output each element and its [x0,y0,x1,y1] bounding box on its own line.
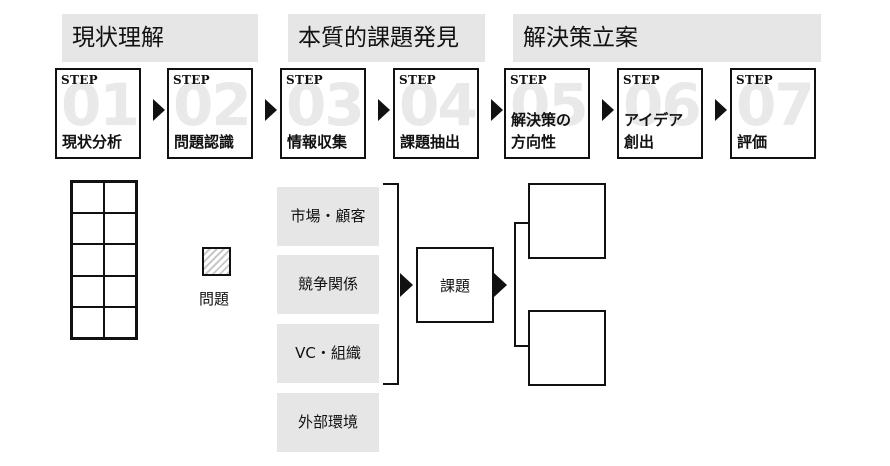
step-card-04: 04 STEP 課題抽出 [393,68,479,159]
step-title: 解決策の 方向性 [511,111,572,151]
phase-band-issue-discovery: 本質的課題発見 [288,14,485,62]
phase-band-current-state: 現状理解 [62,14,258,62]
step-arrow-icon [378,99,390,121]
step-number: 02 [173,71,251,139]
step-tag: STEP [61,73,98,87]
step-number: 05 [510,71,588,139]
bracket-top [383,183,399,185]
grid-cell [72,306,104,338]
step-number: 07 [736,71,814,139]
grid-cell [104,244,136,276]
phase-band-solution-planning: 解決策立案 [513,14,821,62]
step-title: 情報収集 [287,133,348,151]
step-tag: STEP [510,73,547,87]
issue-label: 課題 [439,277,470,295]
step-card-02: 02 STEP 問題認識 [167,68,253,159]
step-number: 01 [61,71,139,139]
phase-label: 現状理解 [72,25,164,51]
step-card-07: 07 STEP 評価 [730,68,816,159]
step-card-06: 06 STEP アイデア 創出 [617,68,703,159]
problem-label: 問題 [199,290,230,308]
factor-competition: 競争関係 [277,255,379,314]
problem-hatch-icon [202,247,231,276]
step-title: 課題抽出 [400,133,461,151]
branch-bottom [514,345,529,347]
grid-cell [72,213,104,245]
step-card-05: 05 STEP 解決策の 方向性 [504,68,590,159]
factor-market-customer: 市場・顧客 [277,187,379,246]
phase-label: 解決策立案 [523,25,638,51]
flow-arrow-icon [400,273,413,297]
step-tag: STEP [736,73,773,87]
step-number: 04 [399,71,477,139]
step-title: 現状分析 [62,133,123,151]
solution-box-1 [528,183,606,259]
bracket-spine [397,183,399,385]
branch-spine [514,222,516,347]
grid-cell [72,182,104,214]
step-title: アイデア 創出 [624,111,684,151]
bracket-bottom [383,383,399,385]
step-tag: STEP [173,73,210,87]
grid-cell [104,213,136,245]
solution-box-2 [528,310,606,386]
step-card-03: 03 STEP 情報収集 [280,68,366,159]
factor-external-environment: 外部環境 [277,393,379,452]
step-tag: STEP [286,73,323,87]
branch-top [514,222,529,224]
step-arrow-icon [153,99,165,121]
step-card-01: 01 STEP 現状分析 [55,68,141,159]
grid-cell [104,182,136,214]
step-arrow-icon [602,99,614,121]
step-title: 評価 [737,133,768,151]
current-state-grid [70,180,138,340]
grid-cell [104,306,136,338]
grid-cell [72,275,104,307]
step-tag: STEP [623,73,660,87]
step-number: 03 [286,71,364,139]
step-arrow-icon [715,99,727,121]
step-arrow-icon [491,99,503,121]
factor-vc-organization: VC・組織 [277,324,379,383]
issue-box: 課題 [416,247,494,323]
grid-cell [72,244,104,276]
flow-arrow-icon [494,273,507,297]
grid-cell [104,275,136,307]
step-number: 06 [623,71,701,139]
step-arrow-icon [265,99,277,121]
phase-label: 本質的課題発見 [298,25,459,51]
step-title: 問題認識 [174,133,235,151]
step-tag: STEP [399,73,436,87]
